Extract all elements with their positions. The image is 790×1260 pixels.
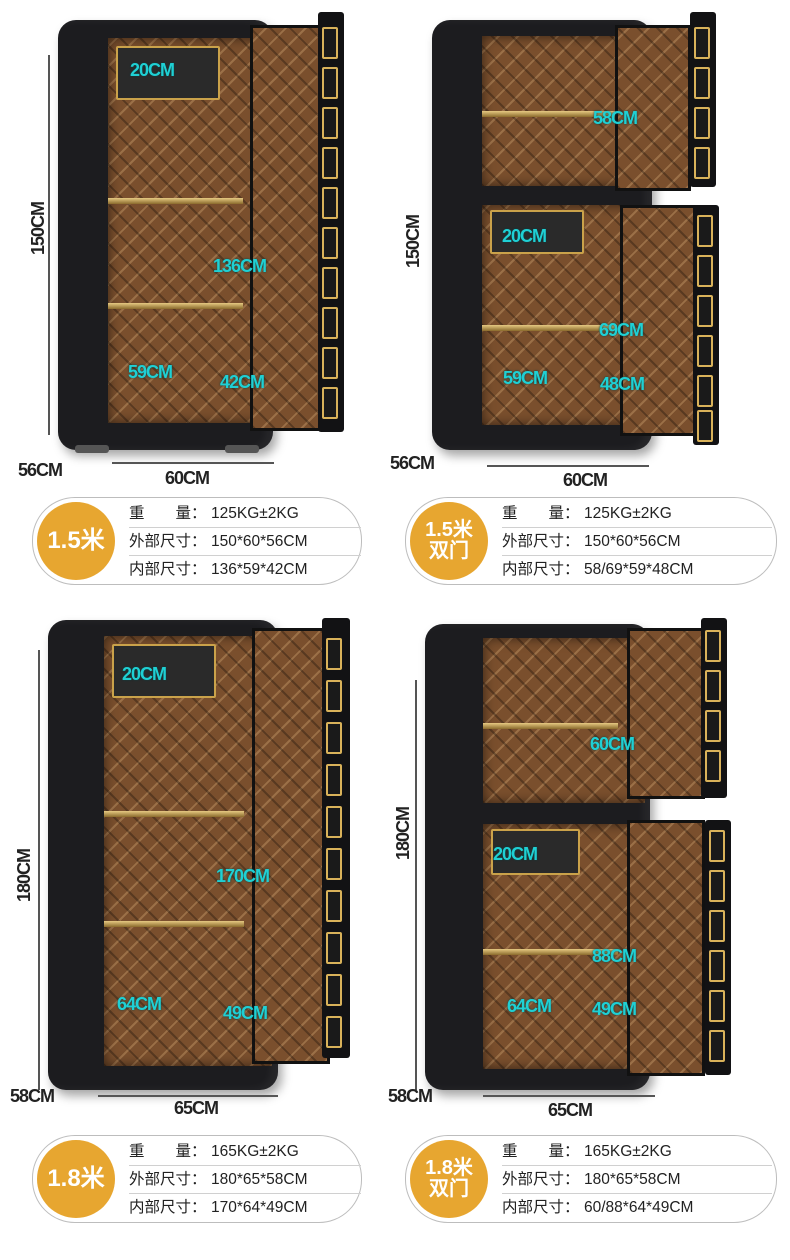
size-badge: 1.5米 双门 (410, 502, 488, 580)
spec-row-exterior: 外部尺寸：150*60*56CM (502, 528, 772, 556)
lower-bolts (705, 820, 731, 1075)
interior-depth-measure: 49CM (592, 999, 637, 1019)
width-guide (98, 1095, 278, 1097)
interior-width-measure: 59CM (128, 362, 173, 382)
spec-card: 1.5米 双门 重 量：125KG±2KG 外部尺寸：150*60*56CM 内… (405, 497, 777, 585)
shelf (483, 723, 618, 729)
spec-card: 1.5米 重 量：125KG±2KG 外部尺寸：150*60*56CM 内部尺寸… (32, 497, 362, 585)
spec-row-interior: 内部尺寸：60/88*64*49CM (502, 1199, 694, 1216)
door-bolts (318, 12, 344, 432)
interior-width-measure: 59CM (503, 368, 548, 388)
width-guide (487, 465, 649, 467)
spec-row-weight: 重 量：165KG±2KG (129, 1138, 361, 1166)
lower-interior (482, 205, 647, 425)
product-panel-15-double: 150CM 58CM 20CM 69CM 59CM 48CM 56CM 60CM… (390, 0, 790, 630)
upper-height-measure: 58CM (593, 108, 638, 128)
spec-row-weight: 重 量：125KG±2KG (502, 500, 772, 528)
upper-door (627, 628, 705, 799)
interior-height-measure: 136CM (213, 256, 267, 276)
spec-row-interior: 内部尺寸：136*59*42CM (129, 561, 308, 578)
spec-card: 1.8米 双门 重 量：165KG±2KG 外部尺寸：180*65*58CM 内… (405, 1135, 777, 1223)
width-guide (112, 462, 274, 464)
spec-card: 1.8米 重 量：165KG±2KG 外部尺寸：180*65*58CM 内部尺寸… (32, 1135, 362, 1223)
height-guide (38, 650, 40, 1090)
shelf (108, 303, 243, 309)
lock-box (112, 644, 216, 698)
lower-bolts (693, 205, 719, 445)
lock-height-measure: 20CM (130, 60, 175, 80)
upper-height-measure: 60CM (590, 734, 635, 754)
spec-row-weight: 重 量：165KG±2KG (502, 1138, 772, 1166)
product-panel-18-single: 180CM 20CM 170CM 64CM 49CM 58CM 65CM 1.8… (0, 618, 395, 1260)
lower-door (627, 820, 705, 1076)
size-badge: 1.8米 (37, 1140, 115, 1218)
interior-depth-measure: 48CM (600, 374, 645, 394)
interior-depth-measure: 42CM (220, 372, 265, 392)
interior-width-measure: 64CM (507, 996, 552, 1016)
width-guide (483, 1095, 655, 1097)
upper-interior (483, 638, 645, 803)
width-label: 60CM (165, 468, 210, 488)
lock-box (491, 829, 580, 875)
depth-label: 58CM (388, 1086, 433, 1106)
spec-row-interior: 内部尺寸：58/69*59*48CM (502, 561, 694, 578)
width-label: 65CM (174, 1098, 219, 1118)
interior (104, 636, 272, 1066)
lower-height-measure: 69CM (599, 320, 644, 340)
interior-width-measure: 64CM (117, 994, 162, 1014)
height-label: 180CM (14, 848, 34, 902)
spec-row-exterior: 外部尺寸：180*65*58CM (129, 1166, 361, 1194)
lock-height-measure: 20CM (493, 844, 538, 864)
spec-row-exterior: 外部尺寸：180*65*58CM (502, 1166, 772, 1194)
height-label: 150CM (403, 214, 423, 268)
safe-body (58, 20, 273, 450)
spec-row-weight: 重 量：125KG±2KG (129, 500, 361, 528)
height-guide (48, 55, 50, 435)
size-badge: 1.5米 (37, 502, 115, 580)
height-label: 180CM (393, 806, 413, 860)
upper-door (615, 25, 691, 191)
lower-door (620, 205, 696, 436)
lower-height-measure: 88CM (592, 946, 637, 966)
lock-height-measure: 20CM (122, 664, 167, 684)
lock-height-measure: 20CM (502, 226, 547, 246)
width-label: 60CM (563, 470, 608, 490)
lock-box (490, 210, 584, 254)
shelf (108, 198, 243, 204)
safe-door (252, 628, 330, 1064)
shelf (104, 921, 244, 927)
width-label: 65CM (548, 1100, 593, 1120)
lock-box (116, 46, 220, 100)
height-label: 150CM (28, 201, 48, 255)
depth-label: 58CM (10, 1086, 55, 1106)
shelf (482, 325, 617, 331)
upper-bolts (701, 618, 727, 798)
size-badge: 1.8米 双门 (410, 1140, 488, 1218)
shelf (483, 949, 618, 955)
depth-label: 56CM (390, 453, 435, 473)
safe-body (48, 620, 278, 1090)
product-panel-18-double: 180CM 60CM 20CM 88CM 64CM 49CM 58CM 65CM… (388, 618, 790, 1260)
shelf (104, 811, 244, 817)
interior-depth-measure: 49CM (223, 1003, 268, 1023)
interior-height-measure: 170CM (216, 866, 270, 886)
interior (108, 38, 268, 423)
door-bolts (322, 618, 350, 1058)
shelf (482, 111, 617, 117)
height-guide (415, 680, 417, 1090)
lower-interior (483, 824, 645, 1069)
product-panel-15-single: 150CM 20CM 136CM 59CM 42CM 56CM 60CM 1.5… (0, 0, 395, 630)
spec-row-exterior: 外部尺寸：150*60*56CM (129, 528, 361, 556)
depth-label: 56CM (18, 460, 63, 480)
safe-door (250, 25, 326, 431)
safe-body (425, 624, 650, 1090)
upper-bolts (690, 12, 716, 187)
spec-row-interior: 内部尺寸：170*64*49CM (129, 1199, 308, 1216)
